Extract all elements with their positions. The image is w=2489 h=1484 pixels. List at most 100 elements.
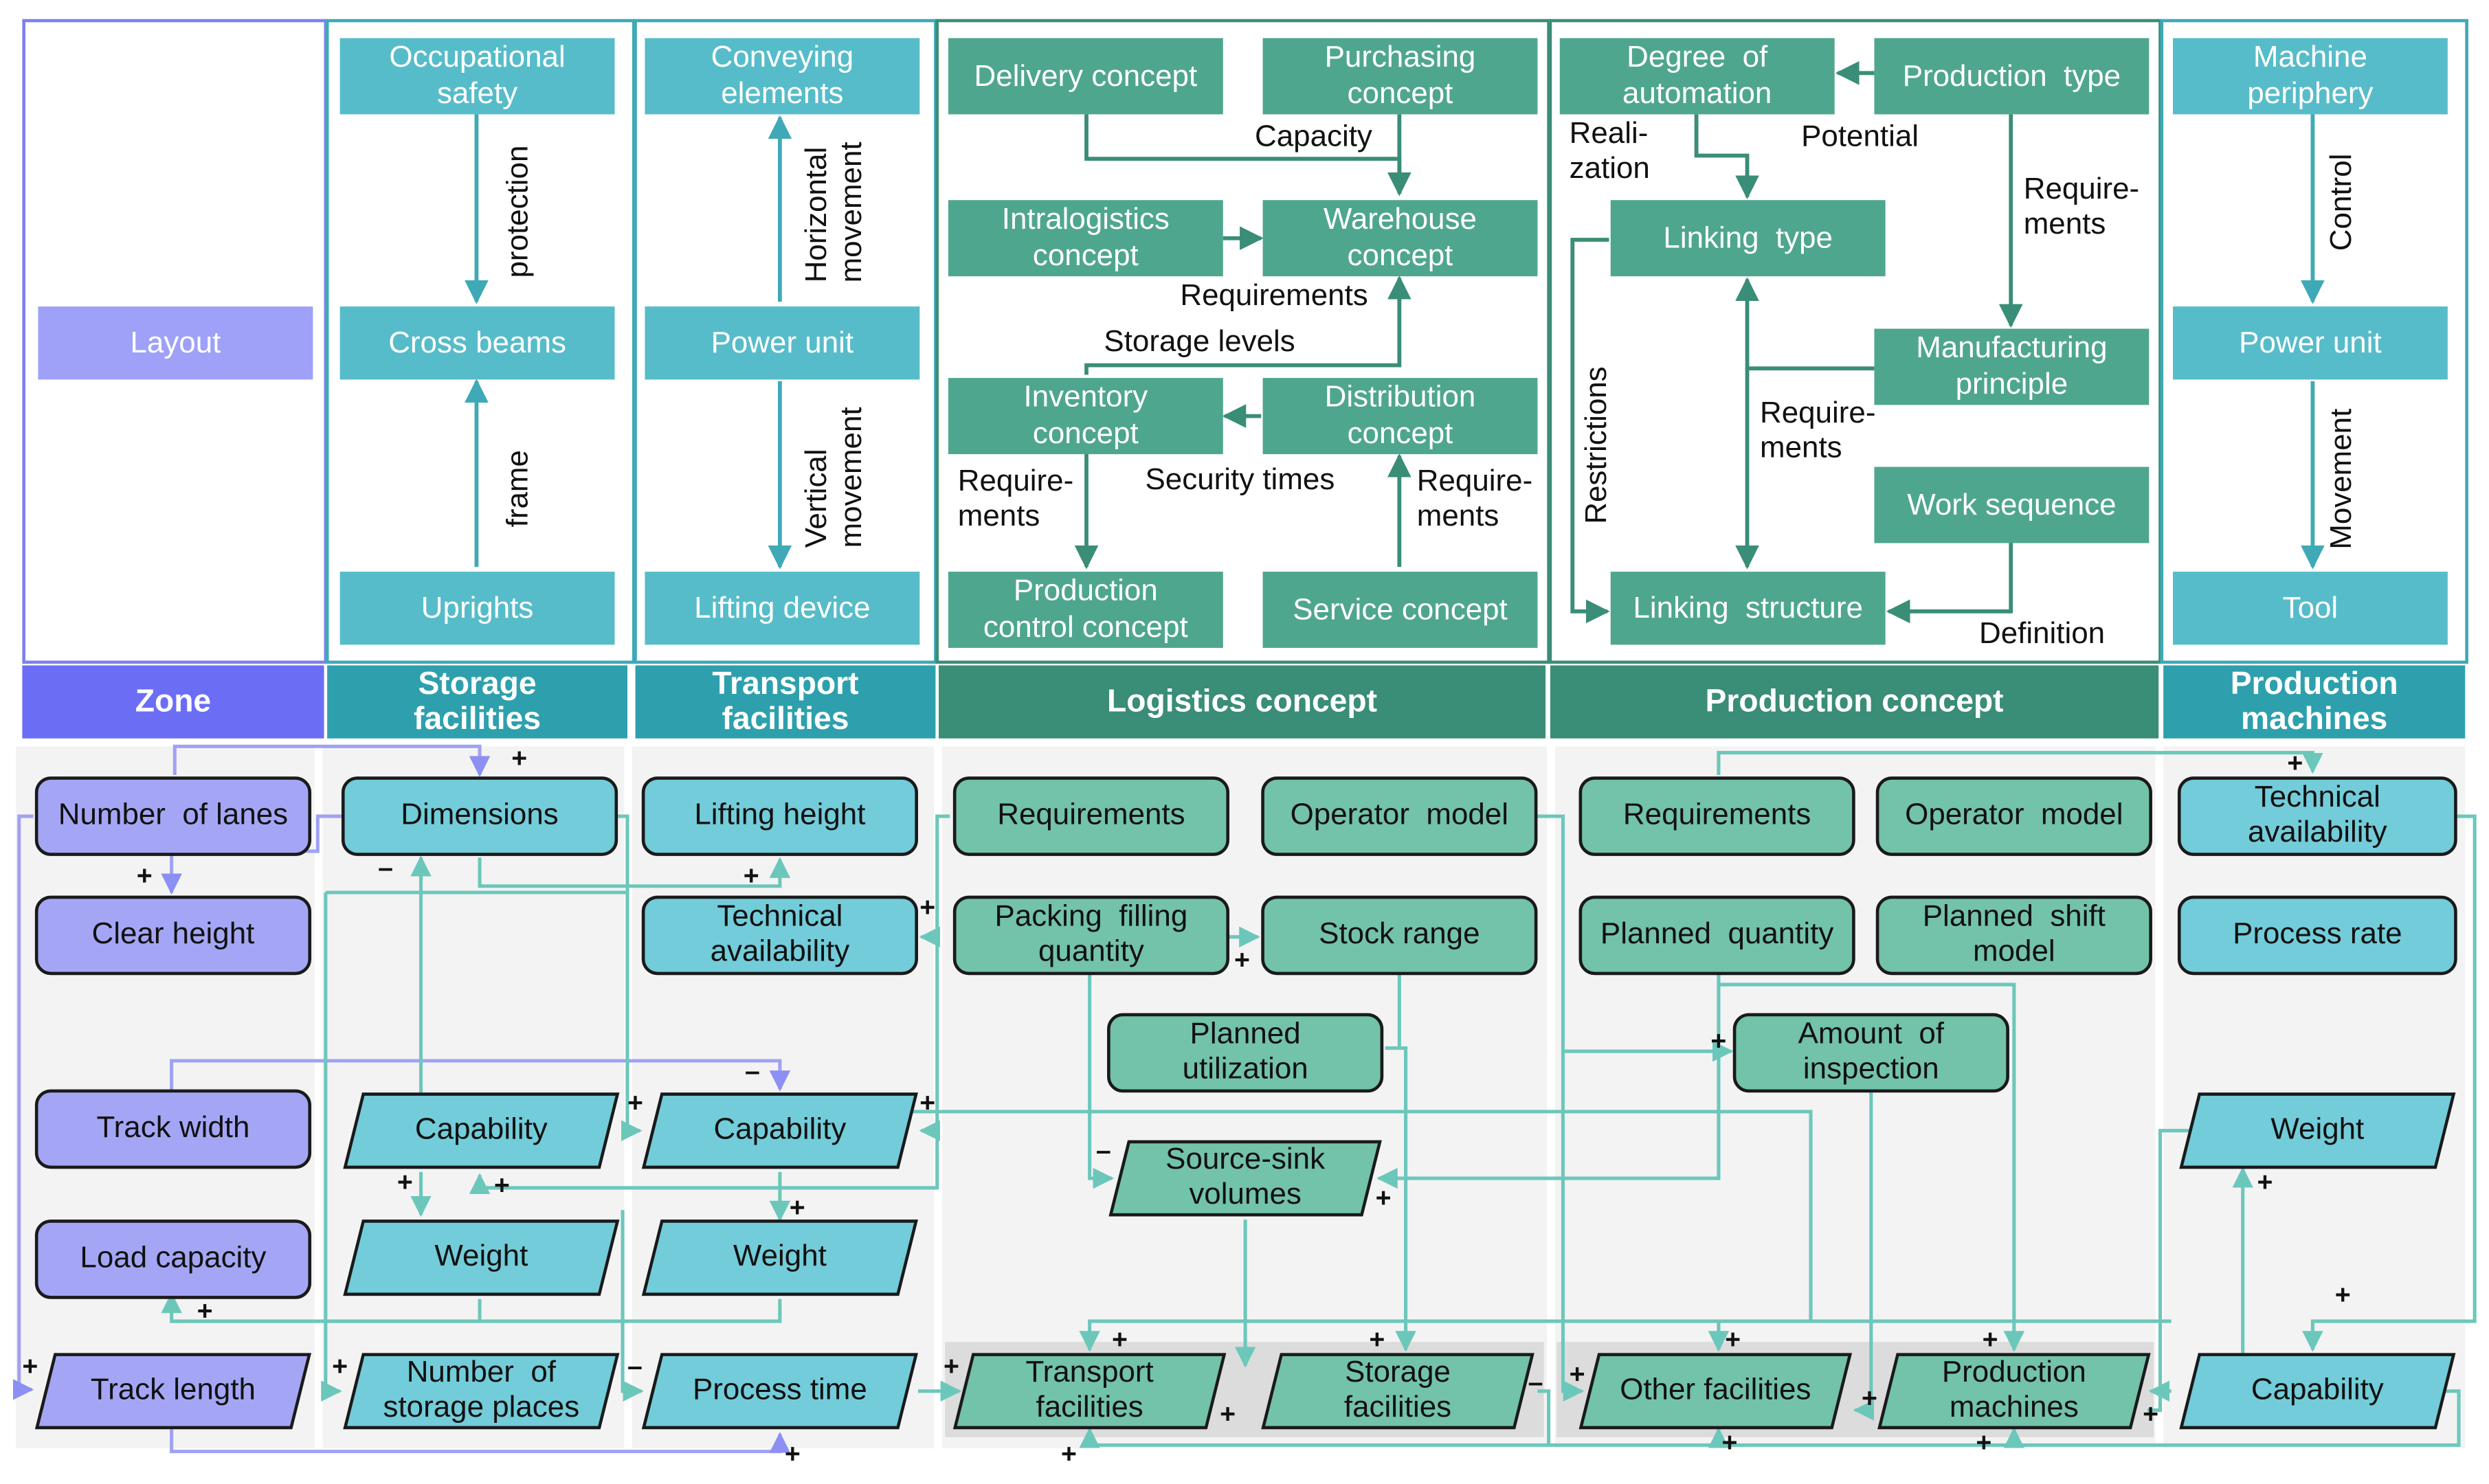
production-operator-model-node: Operator model bbox=[1875, 776, 2152, 856]
distribution-concept-box: Distribution concept bbox=[1262, 378, 1538, 455]
track-width-node: Track width bbox=[34, 1089, 312, 1169]
minus-sign: – bbox=[1095, 1135, 1111, 1166]
power-unit-box: Power unit bbox=[645, 306, 920, 380]
storage-weight-node: Weight bbox=[353, 1219, 610, 1296]
storage-levels-label: Storage levels bbox=[1104, 325, 1295, 359]
machine-capability-node: Capability bbox=[2189, 1353, 2446, 1429]
plus-sign: + bbox=[1061, 1439, 1077, 1470]
plus-sign: + bbox=[493, 1170, 510, 1201]
machines-top-frame bbox=[2160, 19, 2468, 664]
requirements-right-label: Require- ments bbox=[1416, 465, 1533, 534]
production-concept-header: Production concept bbox=[1550, 665, 2159, 739]
requirements-right-label: Require- ments bbox=[2023, 172, 2140, 242]
plus-sign: + bbox=[1976, 1427, 1992, 1458]
requirements-mid-label: Require- ments bbox=[1760, 396, 1876, 466]
load-capacity-node: Load capacity bbox=[34, 1219, 312, 1299]
plus-sign: + bbox=[1710, 1026, 1727, 1057]
minus-sign: – bbox=[378, 853, 393, 884]
conveying-elements-box: Conveying elements bbox=[645, 38, 920, 115]
service-concept-box: Service concept bbox=[1262, 572, 1538, 649]
planned-utilization-node: Planned utilization bbox=[1107, 1013, 1384, 1093]
plus-sign: + bbox=[136, 860, 153, 891]
minus-sign: – bbox=[627, 1351, 643, 1382]
storage-weight-label: Weight bbox=[434, 1240, 528, 1274]
packing-filling-quantity-node: Packing filling quantity bbox=[952, 895, 1230, 976]
uprights-box: Uprights bbox=[339, 572, 615, 645]
plus-sign: + bbox=[1375, 1182, 1392, 1213]
plus-sign: + bbox=[627, 1088, 643, 1118]
linking-structure-box: Linking structure bbox=[1610, 572, 1886, 645]
production-machines-header: Production machines bbox=[2163, 665, 2466, 739]
production-control-concept-box: Production control concept bbox=[948, 572, 1223, 649]
process-time-label: Process time bbox=[692, 1373, 867, 1407]
stock-range-node: Stock range bbox=[1261, 895, 1538, 976]
number-of-lanes-node: Number of lanes bbox=[34, 776, 312, 856]
plus-sign: + bbox=[2287, 747, 2303, 778]
plus-sign: + bbox=[511, 743, 528, 774]
number-of-storage-places-node: Number of storage places bbox=[353, 1353, 610, 1429]
production-bottom-panel bbox=[1554, 746, 2156, 1448]
production-machines-label: Production machines bbox=[1941, 1356, 2086, 1425]
production-requirements-node: Requirements bbox=[1578, 776, 1855, 856]
inventory-concept-box: Inventory concept bbox=[948, 378, 1223, 455]
plus-sign: + bbox=[2143, 1399, 2159, 1430]
potential-label: Potential bbox=[1801, 120, 1919, 155]
definition-label: Definition bbox=[1979, 618, 2106, 651]
track-length-node: Track length bbox=[45, 1353, 302, 1429]
plus-sign: + bbox=[1569, 1359, 1585, 1390]
plus-sign: + bbox=[1234, 945, 1250, 976]
cross-beams-box: Cross beams bbox=[339, 306, 615, 380]
transport-technical-availability-node: Technical availability bbox=[641, 895, 918, 976]
delivery-concept-box: Delivery concept bbox=[948, 38, 1223, 115]
other-facilities-label: Other facilities bbox=[1620, 1373, 1811, 1407]
dimensions-node: Dimensions bbox=[341, 776, 618, 856]
planned-quantity-node: Planned quantity bbox=[1578, 895, 1855, 976]
machine-periphery-box: Machine periphery bbox=[2172, 38, 2448, 115]
security-times-label: Security times bbox=[1145, 463, 1335, 497]
plus-sign: + bbox=[1369, 1324, 1385, 1355]
clear-height-node: Clear height bbox=[34, 895, 312, 976]
lifting-height-node: Lifting height bbox=[641, 776, 918, 856]
intralogistics-concept-box: Intralogistics concept bbox=[948, 200, 1223, 277]
plus-sign: + bbox=[332, 1351, 348, 1382]
occupational-safety-box: Occupational safety bbox=[339, 38, 615, 115]
production-type-box: Production type bbox=[1874, 38, 2150, 115]
minus-sign: – bbox=[745, 1056, 760, 1086]
machine-technical-availability-node: Technical availability bbox=[2177, 776, 2457, 856]
transport-weight-node: Weight bbox=[651, 1219, 908, 1296]
source-sink-volumes-label: Source-sink volumes bbox=[1165, 1143, 1326, 1212]
plus-sign: + bbox=[789, 1192, 805, 1223]
process-time-node: Process time bbox=[651, 1353, 908, 1429]
plus-sign: + bbox=[1982, 1324, 1998, 1355]
plus-sign: + bbox=[22, 1351, 38, 1382]
plus-sign: + bbox=[197, 1296, 213, 1327]
requirements-left-label: Require- ments bbox=[957, 465, 1074, 534]
plus-sign: + bbox=[1111, 1324, 1128, 1355]
number-of-storage-places-label: Number of storage places bbox=[383, 1356, 580, 1425]
storage-capability-label: Capability bbox=[414, 1113, 548, 1147]
transport-facilities-header: Transport facilities bbox=[635, 665, 936, 739]
machine-capability-label: Capability bbox=[2251, 1373, 2384, 1407]
plus-sign: + bbox=[919, 892, 936, 923]
machine-weight-label: Weight bbox=[2270, 1113, 2365, 1147]
plus-sign: + bbox=[784, 1439, 801, 1470]
logistics-operator-model-node: Operator model bbox=[1261, 776, 1538, 856]
storage-facilities-header: Storage facilities bbox=[327, 665, 628, 739]
capacity-label: Capacity bbox=[1255, 120, 1372, 155]
requirements-label: Requirements bbox=[1180, 279, 1368, 313]
plus-sign: + bbox=[2257, 1167, 2273, 1198]
lifting-device-box: Lifting device bbox=[645, 572, 920, 645]
zone-header: Zone bbox=[22, 665, 324, 739]
logistics-requirements-node: Requirements bbox=[952, 776, 1230, 856]
minus-sign: – bbox=[1528, 1367, 1543, 1398]
machine-weight-node: Weight bbox=[2189, 1092, 2446, 1169]
source-sink-volumes-node: Source-sink volumes bbox=[1118, 1140, 1372, 1217]
plus-sign: + bbox=[397, 1167, 413, 1198]
amount-of-inspection-node: Amount of inspection bbox=[1732, 1013, 2009, 1093]
logistics-storage-facilities-node: Storage facilities bbox=[1271, 1353, 1525, 1429]
logistics-concept-header: Logistics concept bbox=[939, 665, 1545, 739]
realization-label: Reali- zation bbox=[1569, 117, 1650, 186]
plus-sign: + bbox=[1721, 1427, 1738, 1458]
